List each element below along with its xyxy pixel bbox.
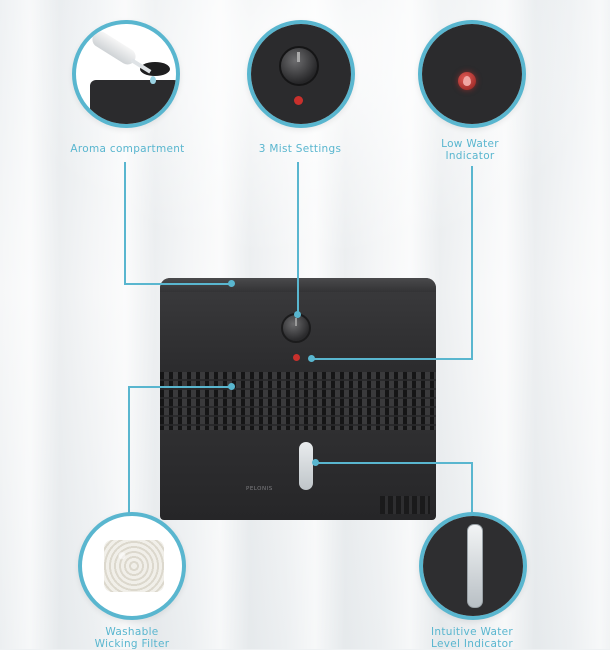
low-water-label-line1: Low Water — [441, 138, 499, 150]
filter-connector-horizontal — [128, 386, 232, 388]
filter-connector-vertical — [128, 386, 130, 514]
filter-label: Washable Wicking Filter — [82, 626, 182, 650]
aroma-label: Aroma compartment — [70, 143, 185, 155]
humidifier-base-vent — [380, 496, 430, 514]
humidifier-grille-rows — [160, 372, 436, 430]
mist-knob-closeup-icon — [279, 46, 319, 86]
wicking-filter-icon — [104, 540, 164, 592]
aroma-connector-horizontal — [124, 283, 232, 285]
aroma-callout — [72, 20, 180, 128]
low-water-label-line2: Indicator — [445, 150, 495, 162]
level-label-line1: Intuitive Water — [430, 626, 514, 638]
mist-callout — [247, 20, 355, 128]
aroma-lid-surface — [90, 80, 176, 124]
oil-drop-icon — [150, 76, 156, 84]
mist-label: 3 Mist Settings — [258, 143, 342, 155]
water-level-window — [299, 442, 313, 490]
level-connector-vertical — [471, 462, 473, 514]
water-level-gauge-icon — [467, 524, 483, 608]
low-water-drop-icon — [463, 76, 471, 86]
filter-label-line2: Wicking Filter — [94, 638, 170, 650]
low-water-label: Low Water Indicator — [420, 138, 520, 162]
mist-knob-indicator-icon — [297, 52, 300, 62]
level-connector-horizontal — [316, 462, 473, 464]
aroma-connector-dot — [228, 280, 235, 287]
mist-connector — [297, 162, 299, 314]
aroma-connector-vertical — [124, 162, 126, 284]
level-callout — [419, 512, 527, 620]
filter-label-line1: Washable — [105, 626, 159, 638]
mist-led-closeup-icon — [294, 96, 303, 105]
low-water-led — [293, 354, 300, 361]
brand-logo: PELONIS — [246, 486, 273, 492]
low-water-callout — [418, 20, 526, 128]
low-water-connector-dot — [308, 355, 315, 362]
filter-connector-dot — [228, 383, 235, 390]
level-label-line2: Level Indicator — [431, 638, 513, 650]
low-water-connector-horizontal — [312, 358, 473, 360]
mist-connector-dot — [294, 311, 301, 318]
low-water-connector-vertical — [471, 166, 473, 359]
level-label: Intuitive Water Level Indicator — [412, 626, 532, 650]
filter-callout — [78, 512, 186, 620]
level-connector-dot — [312, 459, 319, 466]
mist-knob-mark — [295, 318, 297, 326]
